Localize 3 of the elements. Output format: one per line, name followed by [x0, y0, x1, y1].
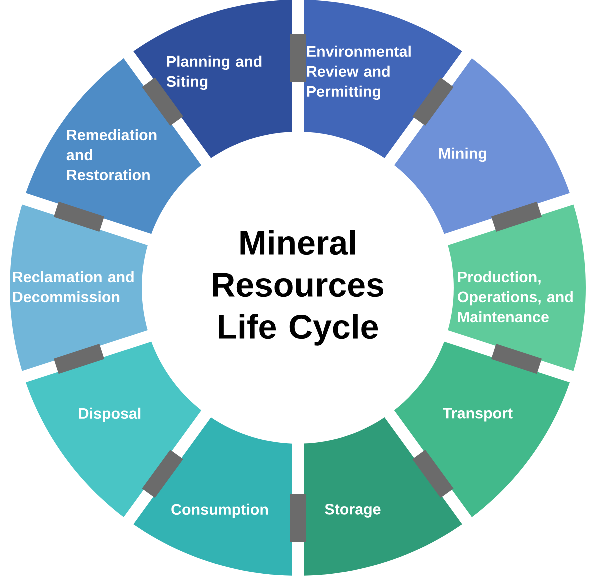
ring-segment: Reclamation and Decommission: [10, 204, 156, 372]
ring-segment: Transport: [390, 339, 570, 518]
ring-segment: Mining: [390, 58, 570, 237]
